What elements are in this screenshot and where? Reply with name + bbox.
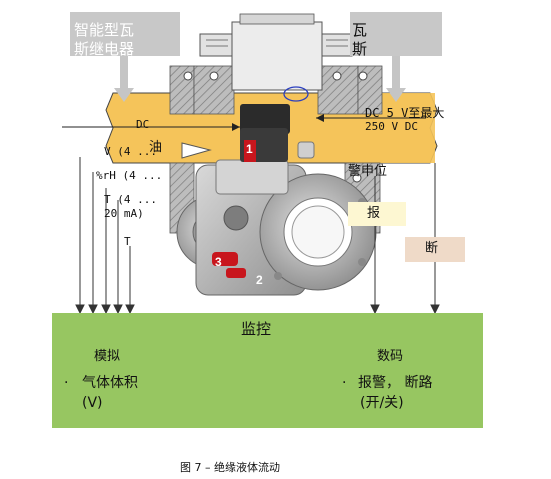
part-number-2: 2: [256, 273, 263, 287]
digital-item-line1: 报警， 断路: [358, 375, 433, 391]
analog-item-line2: (V): [82, 395, 103, 411]
digital-bullet: ·: [342, 375, 347, 391]
alarm-box: [348, 202, 406, 226]
float-element: [240, 104, 290, 134]
analog-bullet: ·: [64, 375, 69, 391]
top-right-relay-box: [350, 12, 442, 56]
down-arrows: [114, 56, 406, 102]
pipe-right-label-line1: DC 5 V至最大: [365, 106, 445, 120]
part-number-1: 1: [246, 142, 253, 156]
pipe-left-label: DC: [136, 118, 150, 131]
monitoring-panel: [52, 313, 483, 428]
level-label: 警申位: [348, 164, 388, 179]
alarm-label: 报: [367, 206, 381, 221]
analog-heading: 模拟: [94, 349, 121, 364]
top-left-box-line2: 斯继电器: [74, 40, 135, 58]
top-right-box-line1: 瓦: [352, 21, 368, 39]
digital-heading: 数码: [377, 349, 404, 364]
figure-caption: 图 7 – 绝缘液体流动: [180, 461, 280, 474]
oil-label: 油: [149, 140, 163, 155]
trip-label: 断: [425, 241, 439, 256]
pipe-right-label-line2: 250 V DC: [365, 120, 418, 133]
digital-item-line2: (开/关): [360, 395, 404, 411]
signal-label-t: T: [124, 235, 131, 248]
monitor-title: 监控: [241, 320, 272, 338]
top-left-box-line1: 智能型瓦: [74, 21, 135, 39]
signal-label-humidity: %rH (4 ...: [96, 169, 163, 182]
part-number-3: 3: [215, 255, 222, 269]
top-left-relay-box: [70, 12, 180, 56]
signal-label-temperature: T (4 ...: [104, 193, 157, 206]
signal-label-temperature-range: 20 mA): [104, 207, 144, 220]
flow-arrow-left: [181, 142, 212, 159]
top-right-box-line2: 斯: [352, 40, 368, 58]
signal-wires: [75, 157, 440, 315]
gas-relay-device: [176, 128, 377, 296]
analog-item-line1: 气体体积: [82, 375, 138, 391]
relay-housing: [199, 13, 353, 102]
top-flanges: [169, 65, 383, 115]
trip-box: [405, 237, 465, 262]
signal-label-gas-volume: V (4 ...: [104, 145, 157, 158]
